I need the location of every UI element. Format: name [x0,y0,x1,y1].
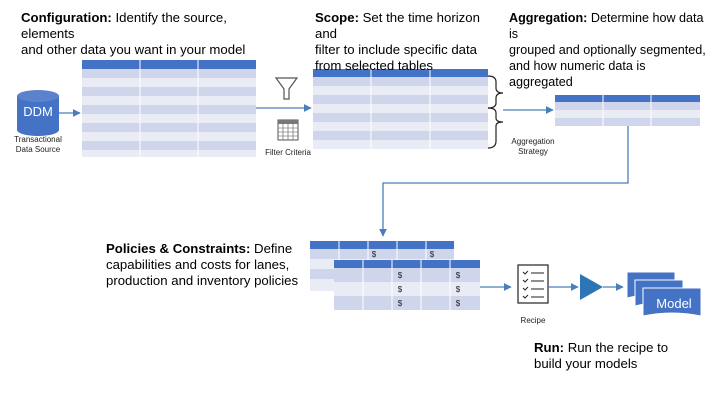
aggregation-strategy-caption: Aggregation Strategy [506,137,560,157]
policies-line2: capabilities and costs for lanes, [106,257,290,272]
run-line1: Run the recipe to [564,340,669,355]
run-description: Run: Run the recipe to build your models [534,340,704,372]
policies-line3: production and inventory policies [106,273,299,288]
aggregation-line2: grouped and optionally segmented, [509,43,706,57]
filter-criteria-icon [277,119,299,141]
dollar-cell: $ [455,285,461,294]
aggregation-table [555,95,700,126]
model-label: Model [656,296,692,311]
policies-line1: Define [250,241,293,256]
configuration-table [82,60,256,157]
scope-title: Scope: [315,10,359,25]
dollar-cell: $ [429,250,435,259]
dollar-cell: $ [455,271,461,280]
filter-criteria-caption: Filter Criteria [265,148,311,157]
run-triangle-icon [580,274,603,300]
policies-title: Policies & Constraints: [106,241,251,256]
configuration-line2: and other data you want in your model [21,42,246,57]
source-caption-line1: Transactional [14,135,62,144]
policies-description: Policies & Constraints: Define capabilit… [106,241,306,289]
source-caption-line2: Data Source [15,145,61,154]
configuration-title: Configuration: [21,10,112,25]
aggregation-title: Aggregation: [509,11,588,25]
scope-line3: from selected tables [315,58,434,73]
aggregation-strategy-line1: Aggregation [511,137,555,146]
aggregation-strategy-line2: Strategy [518,147,548,156]
dollar-cell: $ [397,299,403,308]
funnel-icon [274,77,299,100]
arrow-aggregation-to-policies [379,126,629,237]
source-caption: Transactional Data Source [6,135,70,155]
recipe-checklist-icon [517,264,549,304]
aggregation-description: Aggregation: Determine how data is group… [509,10,709,90]
scope-line2: filter to include specific data [315,42,477,57]
configuration-line1: Identify the source, elements [21,10,227,41]
recipe-caption: Recipe [520,316,546,325]
scope-line1: Set the time horizon and [315,10,480,41]
scope-table [313,69,488,149]
run-line2: build your models [534,356,638,371]
aggregation-braces [487,75,504,149]
dollar-cell: $ [455,299,461,308]
scope-description: Scope: Set the time horizon and filter t… [315,10,505,74]
run-title: Run: [534,340,565,355]
model-stack [626,271,702,317]
dollar-cell: $ [397,271,403,280]
configuration-description: Configuration: Identify the source, elem… [21,10,281,58]
ddm-label: DDM [23,104,53,119]
dollar-cell: $ [397,285,403,294]
aggregation-line1: Determine how data is [509,11,704,41]
policies-table-front [334,260,480,310]
dollar-cell: $ [371,250,377,259]
ddm-database-icon [17,90,59,136]
aggregation-line3: and how numeric data is aggregated [509,59,646,89]
